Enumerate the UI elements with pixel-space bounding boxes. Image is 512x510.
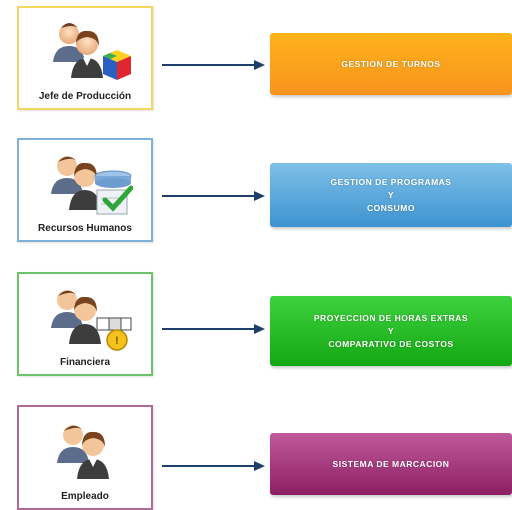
- cube-icon: [103, 50, 131, 80]
- role-label: Empleado: [61, 491, 109, 502]
- arrow-3: [162, 324, 265, 334]
- target-line: PROYECCION DE HORAS EXTRAS: [313, 312, 469, 323]
- target-line: SISTEMA DE MARCACION: [332, 458, 450, 469]
- checklist-icon: [94, 170, 133, 215]
- target-gestion-turnos: GESTION DE TURNOS: [270, 33, 512, 95]
- role-card-financiera: ! Financiera: [17, 272, 153, 376]
- target-line: Y: [387, 189, 395, 200]
- role-label: Jefe de Producción: [38, 91, 132, 102]
- target-line: CONSUMO: [367, 202, 415, 213]
- target-line: COMPARATIVO DE COSTOS: [328, 338, 454, 349]
- users-icon: [57, 425, 109, 479]
- users-icon: !: [51, 290, 132, 351]
- svg-text:!: !: [115, 335, 119, 347]
- arrow-1: [162, 60, 265, 70]
- money-icon: !: [96, 317, 132, 351]
- target-line: GESTION DE TURNOS: [341, 58, 441, 69]
- target-sistema-marcacion: SISTEMA DE MARCACION: [270, 433, 512, 495]
- target-line: Y: [387, 325, 395, 336]
- role-card-recursos-humanos: Recursos Humanos: [17, 138, 153, 242]
- target-proyeccion-horas: PROYECCION DE HORAS EXTRAS Y COMPARATIVO…: [270, 296, 512, 366]
- arrow-4: [162, 461, 265, 471]
- target-gestion-programas: GESTION DE PROGRAMAS Y CONSUMO: [270, 163, 512, 227]
- users-icon: [51, 156, 133, 215]
- role-label: Recursos Humanos: [38, 223, 132, 234]
- users-icon: [53, 23, 131, 80]
- role-card-empleado: Empleado: [17, 405, 153, 510]
- role-label: Financiera: [59, 357, 111, 368]
- arrow-2: [162, 191, 265, 201]
- role-card-jefe-produccion: Jefe de Producción: [17, 6, 153, 110]
- target-line: GESTION DE PROGRAMAS: [330, 176, 452, 187]
